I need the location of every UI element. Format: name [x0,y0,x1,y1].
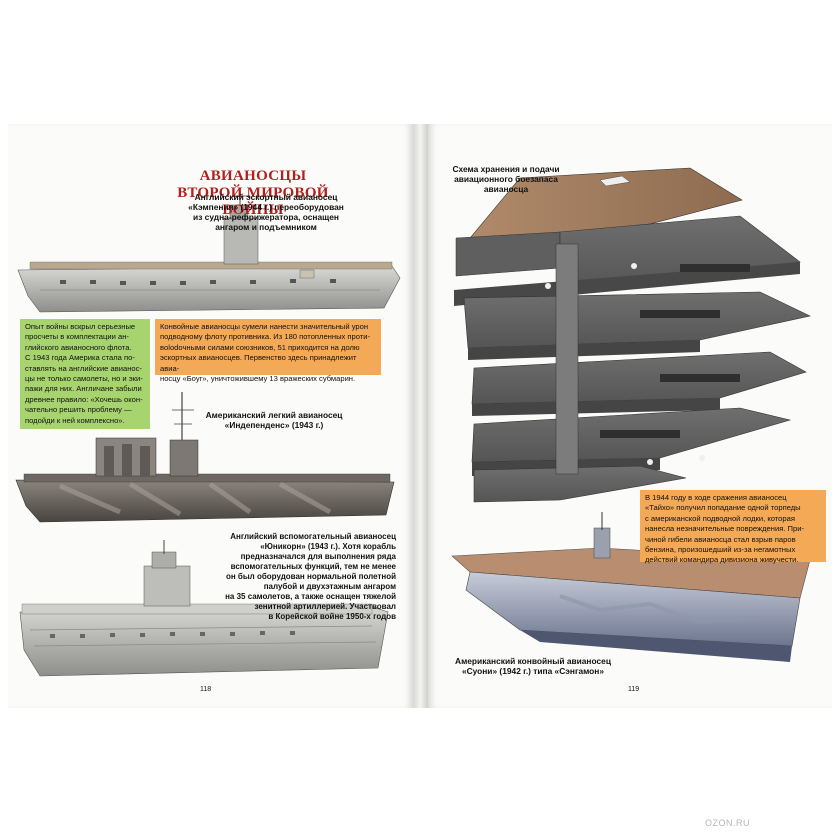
suwannee-caption: Американский конвойный авианосец «Суони»… [455,656,611,676]
green-info-box: Опыт войны вскрыл серьезные просчеты в к… [20,319,150,429]
book-spine [413,124,428,708]
page-number-right: 119 [628,686,640,693]
ship-independence-illustration [15,392,395,523]
orange-info-box-right: В 1944 году в ходе сражения авианосец «Т… [640,490,826,564]
ship3-caption: Английский вспомогательный авианосец «Юн… [225,532,396,621]
watermark: OZON.RU [705,818,750,828]
ship2-caption: Американский легкий авианосец «Индепенде… [205,410,343,430]
orange-info-box-left: Конвойные авианосцы сумели нанести значи… [155,319,381,383]
ship1-caption: Английский эскортный авианосец «Кэмпения… [188,192,344,232]
ammunition-storage-diagram [454,167,811,503]
ship-unicorn-illustration [19,540,389,677]
diagram-caption: Схема хранения и подачи авиационного бое… [452,164,560,194]
ship-campania-illustration [17,190,401,313]
page-title: АВИАНОСЦЫ ВТОРОЙ МИРОВОЙ ВОЙНЫ [177,168,329,218]
page-number-left: 118 [200,686,212,693]
